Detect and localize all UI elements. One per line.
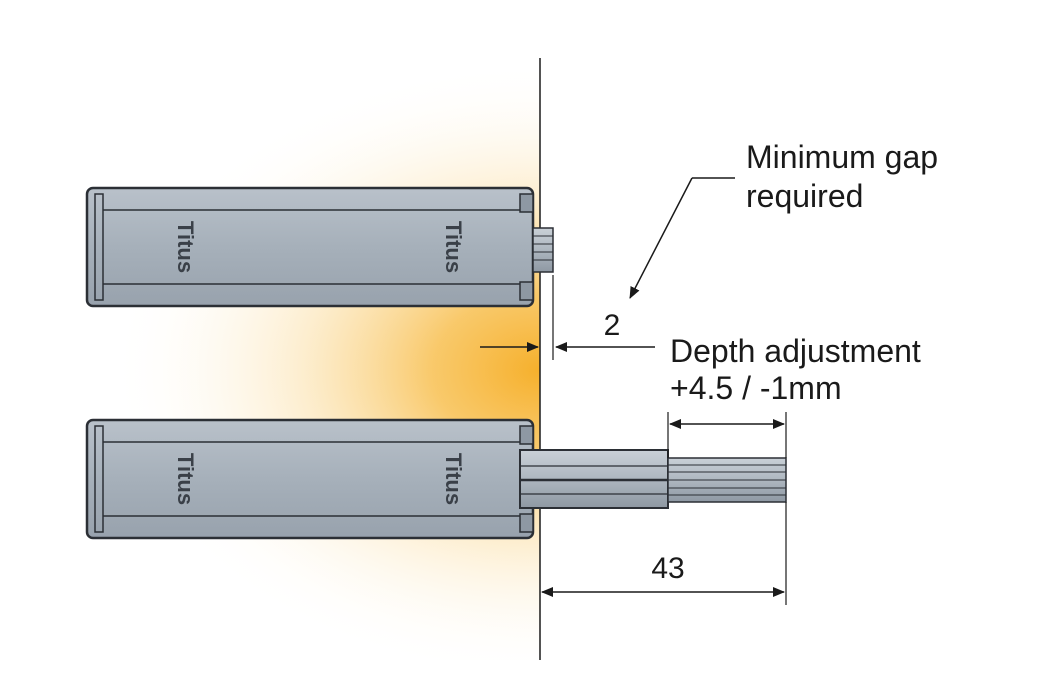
- gap-dimension: 2: [480, 275, 655, 360]
- latch-retracted: Titus Titus: [85, 186, 554, 308]
- depth-label-line1: Depth adjustment: [670, 333, 921, 369]
- latch-extended: Titus Titus: [85, 418, 787, 540]
- brand-mark: Titus: [173, 221, 198, 273]
- brand-mark: Titus: [441, 221, 466, 273]
- min-gap-label-line2: required: [746, 178, 863, 214]
- gap-value-label: 2: [604, 309, 621, 342]
- brand-mark: Titus: [173, 453, 198, 505]
- min-gap-callout: Minimum gap required: [629, 139, 938, 299]
- brand-mark: Titus: [441, 453, 466, 505]
- plunger-tip: [532, 227, 554, 273]
- stroke-value-label: 43: [651, 552, 684, 585]
- stroke-dimension: 43: [541, 502, 787, 605]
- panel-glow: [60, 40, 540, 660]
- depth-label-line2: +4.5 / -1mm: [670, 370, 842, 406]
- min-gap-label-line1: Minimum gap: [746, 139, 938, 175]
- depth-adjustment-dimension: Depth adjustment +4.5 / -1mm: [667, 333, 921, 458]
